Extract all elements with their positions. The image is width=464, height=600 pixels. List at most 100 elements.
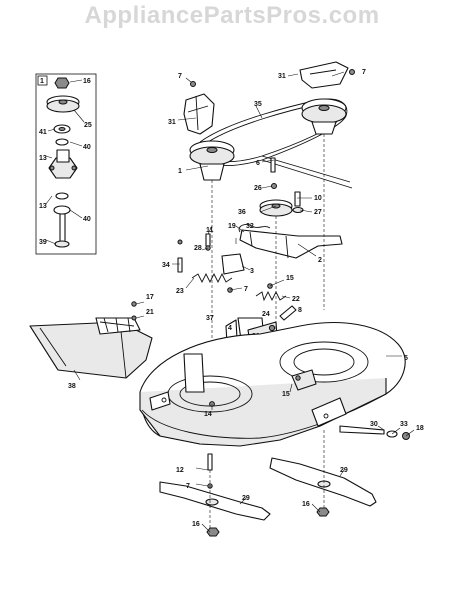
chute-leaders [73,301,145,381]
spindle-housing-right [311,121,337,135]
callout-11: 11 [206,227,214,234]
callout-27: 27 [314,209,322,216]
pulley-right-hub [318,105,330,111]
callout-4: 4 [228,325,232,332]
inset-washer-upper [55,138,69,146]
deck-bracket-left [183,353,205,393]
inset-housing-bolt-left [49,165,55,171]
inset-leaders [45,79,85,245]
blade-dome-right [279,341,369,383]
gauge-rod-30 [339,425,385,435]
callout-33: 33 [400,421,408,428]
callout-2: 2 [318,257,322,264]
idler-arm [239,229,343,259]
inset-callout: 39 [39,239,47,246]
nut-15-lower [295,375,301,381]
deck-hanger-front [311,397,347,427]
bracket-3 [221,253,245,275]
deck-hanger-left [149,391,171,411]
nut-26 [271,183,277,189]
callout-21: 21 [146,309,154,316]
idler-arm-detail [249,231,289,259]
inset-label-box [37,75,48,86]
callout-30: 30 [370,421,378,428]
callout-18: 18 [416,425,424,432]
discharge-chute: 38 [29,301,153,390]
nut-16-right [316,507,330,517]
inset-housing [48,157,78,179]
inset-callout: 13 [39,155,47,162]
deck-leaders [211,355,415,437]
blade-left-hub [205,498,219,506]
inset-callout: 40 [83,216,91,223]
mower-deck: 14 15 30 33 18 [139,322,424,447]
deck-skirt [139,378,387,447]
inset-callout: 13 [39,203,47,210]
blade-alignment [209,430,325,528]
inset-bearing-lower [53,205,71,215]
belt-guard-left-detail [187,95,209,131]
bolt-12 [207,453,213,471]
deck-bracket-right [291,369,317,391]
callout-1: 1 [178,168,182,175]
inset-housing-neck [56,149,70,163]
blades: 12 7 29 29 16 16 [159,430,377,537]
callout-37: 37 [206,315,214,322]
bolt-11 [205,233,211,247]
nut-16-left [206,527,220,537]
inset-bearing-upper-bore [58,127,66,131]
callout-8: 8 [298,307,302,314]
upper-assembly-alignment [211,134,325,360]
inset-shaft [59,213,66,245]
belt-run-right [261,155,353,189]
pin-head [177,239,183,245]
inset-callout: 41 [39,129,47,136]
pulley-left-hub [206,147,218,153]
callout-28: 28 [194,245,202,252]
inset-callout: 40 [83,144,91,151]
bolt-10 [294,191,301,207]
spindle-housing-left [199,163,225,181]
callout-7: 7 [362,69,366,76]
inset-pulley-hub [58,99,68,105]
inset-label: 1 [40,78,44,85]
bolt-7-right [349,69,355,75]
inset-callout: 25 [84,122,92,129]
callout-15: 15 [282,391,290,398]
callout-6: 6 [256,160,260,167]
callout-14: 14 [204,411,212,418]
callout-19: 19 [228,223,236,230]
callout-38: 38 [68,383,76,390]
inset-shaft-flange [54,240,70,248]
blade-leaders [195,467,345,533]
chute-hinge-detail [99,317,135,333]
watermark-text: AppliancePartsPros.com [84,2,380,29]
chute-pin-21 [131,315,137,321]
callout-24: 24 [262,311,270,318]
callout-7: 7 [186,483,190,490]
bolt-8 [279,305,297,321]
callout-22: 22 [292,296,300,303]
belt-guard-left [183,93,215,135]
callout-32: 32 [246,223,254,230]
callout-29: 29 [340,467,348,474]
spring-32 [238,223,271,233]
inset-housing-bolt-right [71,165,77,171]
deck-hole-left [161,397,167,403]
callout-17: 17 [146,294,154,301]
callout-16: 16 [302,501,310,508]
inset-nut [54,77,70,89]
callout-15: 15 [286,275,294,282]
callout-36: 36 [238,209,246,216]
callout-10: 10 [314,195,322,202]
deck-hole-front [323,413,329,419]
belt-guard-right [299,61,349,89]
callout-7: 7 [178,73,182,80]
bolt-6 [270,157,276,173]
callout-31: 31 [168,119,176,126]
callout-5: 5 [404,355,408,362]
blade-dome-right-inner [293,348,355,376]
inset-callout: 16 [83,78,91,85]
belt-guard-right-detail [309,69,337,75]
